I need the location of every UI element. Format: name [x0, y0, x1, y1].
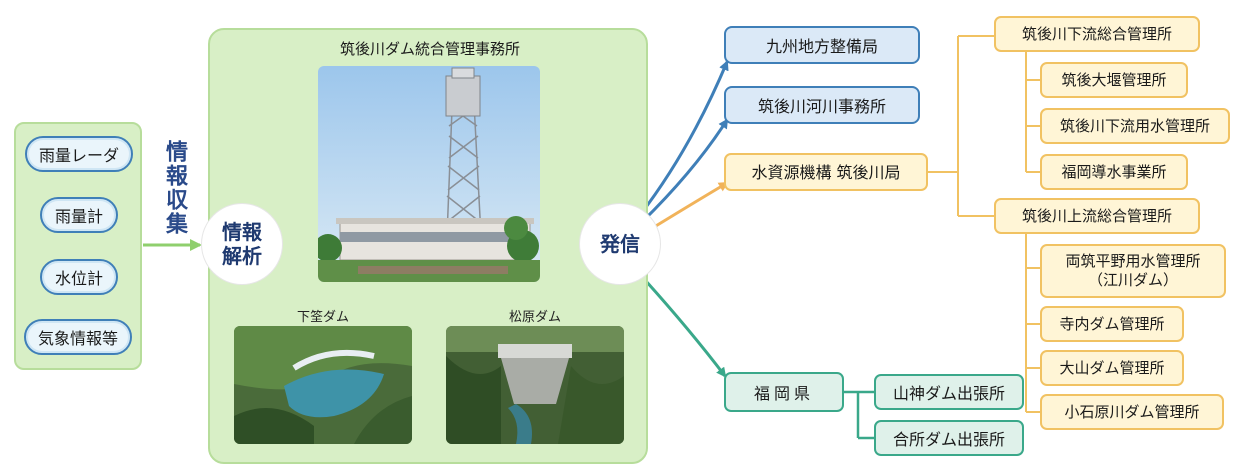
water-agency-upper-child-3: 大山ダム管理所: [1040, 350, 1184, 386]
input-label: 雨量計: [54, 207, 103, 226]
target-chikugo-river-office: 筑後川河川事務所: [724, 86, 920, 124]
input-label: 気象情報等: [37, 329, 118, 348]
input-label: 雨量レーダ: [38, 146, 119, 165]
matsubara-dam-photo: [446, 326, 624, 444]
analysis-circle: 情報 解析: [202, 204, 282, 284]
photo-left-caption: 下筌ダム: [296, 310, 349, 325]
input-rain-gauge: 雨量計: [40, 197, 118, 233]
water-agency-upper-child-2: 寺内ダム管理所: [1040, 306, 1184, 342]
collect-label: 情報収集: [162, 140, 187, 236]
center-title: 筑後川ダム統合管理事務所: [339, 40, 520, 58]
target-water-agency: 水資源機構 筑後川局: [724, 153, 928, 191]
water-agency-lower-child-2: 筑後川下流用水管理所: [1040, 108, 1230, 144]
arrow-to-river-office: [640, 118, 729, 224]
water-agency-upper: 筑後川上流総合管理所: [994, 198, 1200, 234]
fukuoka-child-1: 山神ダム出張所: [874, 374, 1024, 410]
send-label: 発信: [600, 232, 640, 256]
office-tower-photo: [318, 66, 540, 282]
analysis-label-line2: 解析: [222, 244, 262, 268]
target-fukuoka: 福岡県: [724, 372, 844, 412]
water-agency-upper-child-4: 小石原川ダム管理所: [1040, 394, 1224, 430]
shimouke-dam-photo: [234, 326, 412, 444]
water-agency-lower: 筑後川下流総合管理所: [994, 16, 1200, 52]
analysis-label: 情報 解析: [222, 220, 262, 268]
water-agency-upper-child-1: 両筑平野用水管理所 （江川ダム）: [1040, 244, 1226, 298]
arrow-to-fukuoka: [643, 278, 727, 378]
water-agency-lower-child-3: 福岡導水事業所: [1040, 154, 1188, 190]
target-kyushu: 九州地方整備局: [724, 26, 920, 64]
arrow-to-kyushu: [638, 60, 729, 216]
input-label: 水位計: [54, 269, 103, 288]
send-circle: 発信: [580, 204, 660, 284]
water-agency-lower-child-1: 筑後大堰管理所: [1040, 62, 1188, 98]
input-rain-radar: 雨量レーダ: [25, 136, 133, 172]
analysis-label-line1: 情報: [222, 220, 262, 244]
input-water-level: 水位計: [40, 259, 118, 295]
fukuoka-child-2: 合所ダム出張所: [874, 420, 1024, 456]
input-weather-info: 気象情報等: [24, 319, 132, 355]
photo-right-caption: 松原ダム: [508, 310, 561, 325]
